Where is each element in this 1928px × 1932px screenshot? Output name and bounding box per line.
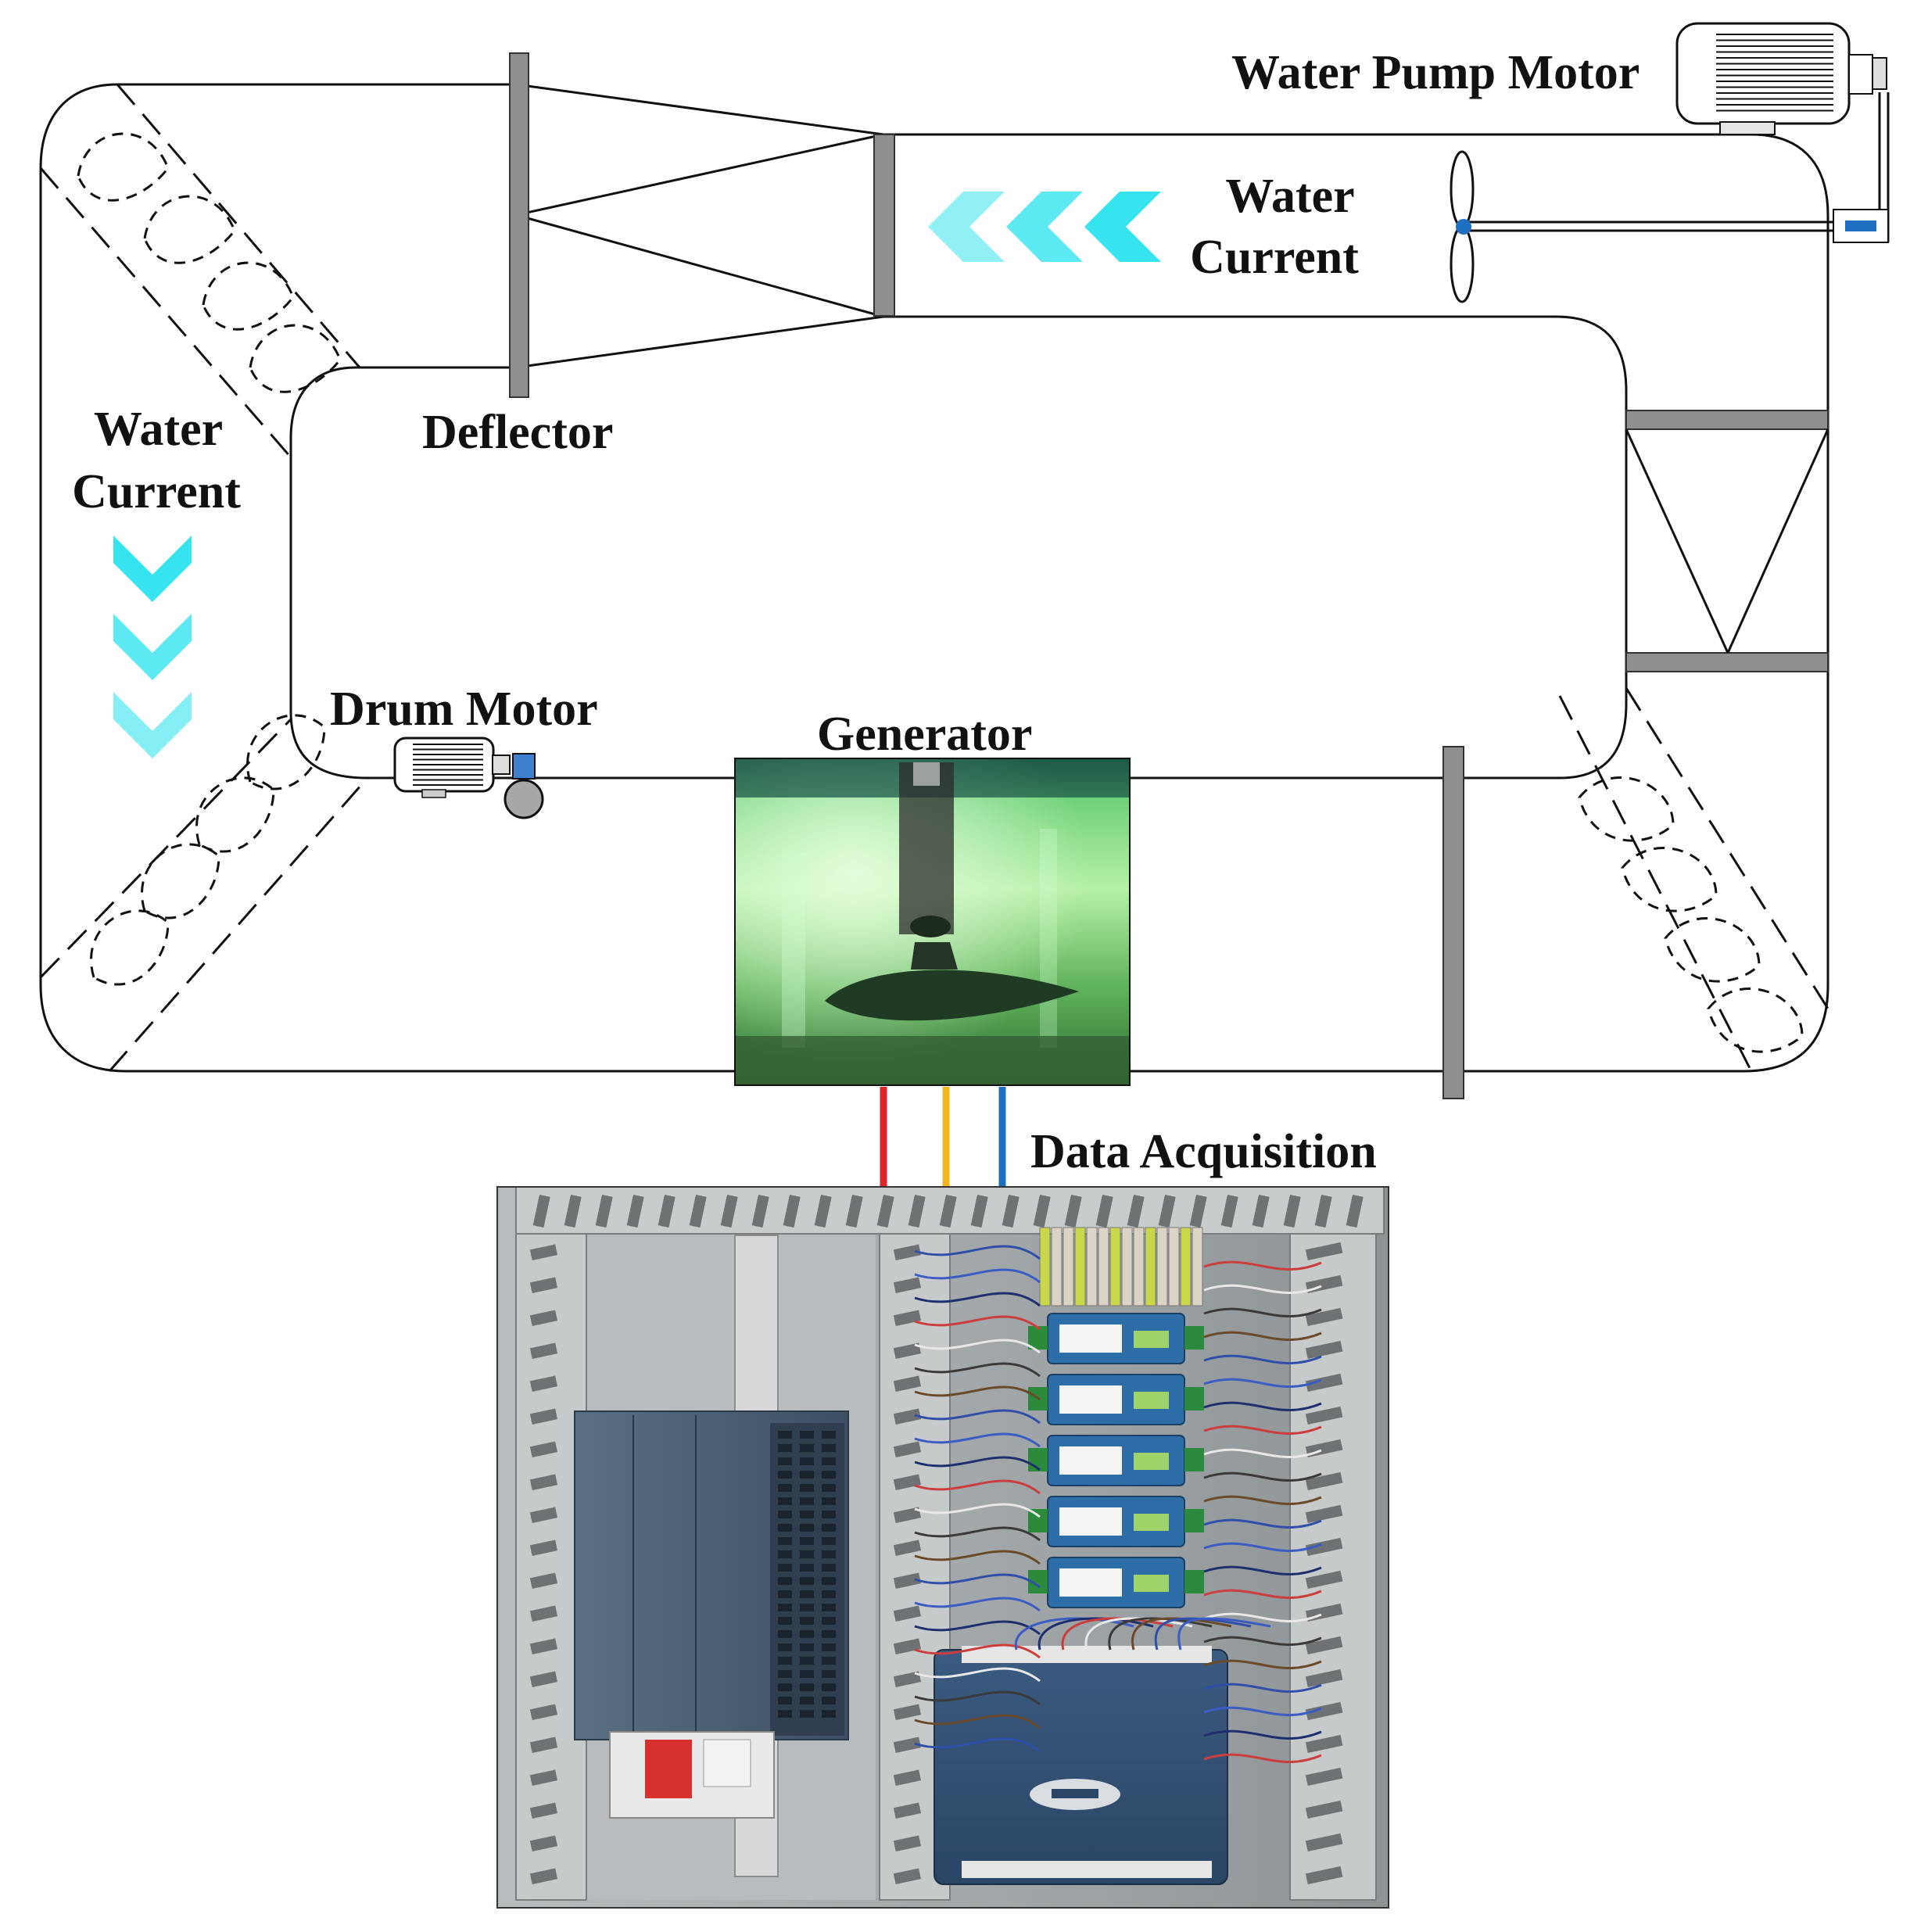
label-water-current-top-line2: Current (1190, 231, 1359, 284)
panels (509, 52, 1829, 1099)
flow-arrows-top (928, 192, 1161, 262)
label-drum-motor: Drum Motor (330, 683, 598, 736)
inner-wall (289, 366, 735, 780)
inner-wall-right (883, 315, 1628, 780)
flume-outline (39, 83, 1829, 1073)
outer-wall (39, 83, 735, 1073)
chevron-arrow-icon (113, 692, 192, 758)
label-deflector: Deflector (422, 406, 614, 459)
flow-arrows-left (113, 536, 192, 758)
data-acquisition-cabinet-photo (496, 1186, 1389, 1909)
corner-vanes-bottom-left (90, 714, 326, 986)
chevron-arrow-icon (1084, 192, 1161, 262)
chevron-arrow-icon (113, 536, 192, 602)
electric-motor-icon (1675, 22, 1890, 243)
chevron-arrow-icon (113, 614, 192, 680)
diffuser-top-bar (1625, 410, 1829, 430)
chevron-arrow-icon (928, 192, 1005, 262)
corner-vanes-top-left (77, 132, 342, 393)
deflector-plate (509, 52, 529, 398)
generator-photo (734, 758, 1131, 1086)
outer-wall-right (883, 133, 1829, 1073)
chevron-arrow-icon (1006, 192, 1083, 262)
electric-motor-icon (393, 737, 544, 819)
label-water-pump-motor: Water Pump Motor (1231, 46, 1640, 99)
diffuser-triangle (1625, 428, 1829, 654)
propeller-icon (1450, 150, 1876, 303)
label-water-current-top-line1: Water (1225, 170, 1355, 223)
label-water-current-left-line2: Current (72, 465, 241, 518)
label-water-current-left-line1: Water (93, 403, 224, 456)
label-generator: Generator (817, 708, 1033, 761)
corner-guide-walls (39, 84, 1829, 1072)
label-data-acquisition: Data Acquisition (1030, 1125, 1377, 1178)
honeycomb-plate (873, 134, 895, 317)
corner-vanes-bottom-right (1578, 776, 1804, 1053)
signal-wires (880, 1087, 1006, 1187)
diffuser-bottom-bar (1625, 652, 1829, 672)
outlet-plate (1442, 746, 1464, 1099)
